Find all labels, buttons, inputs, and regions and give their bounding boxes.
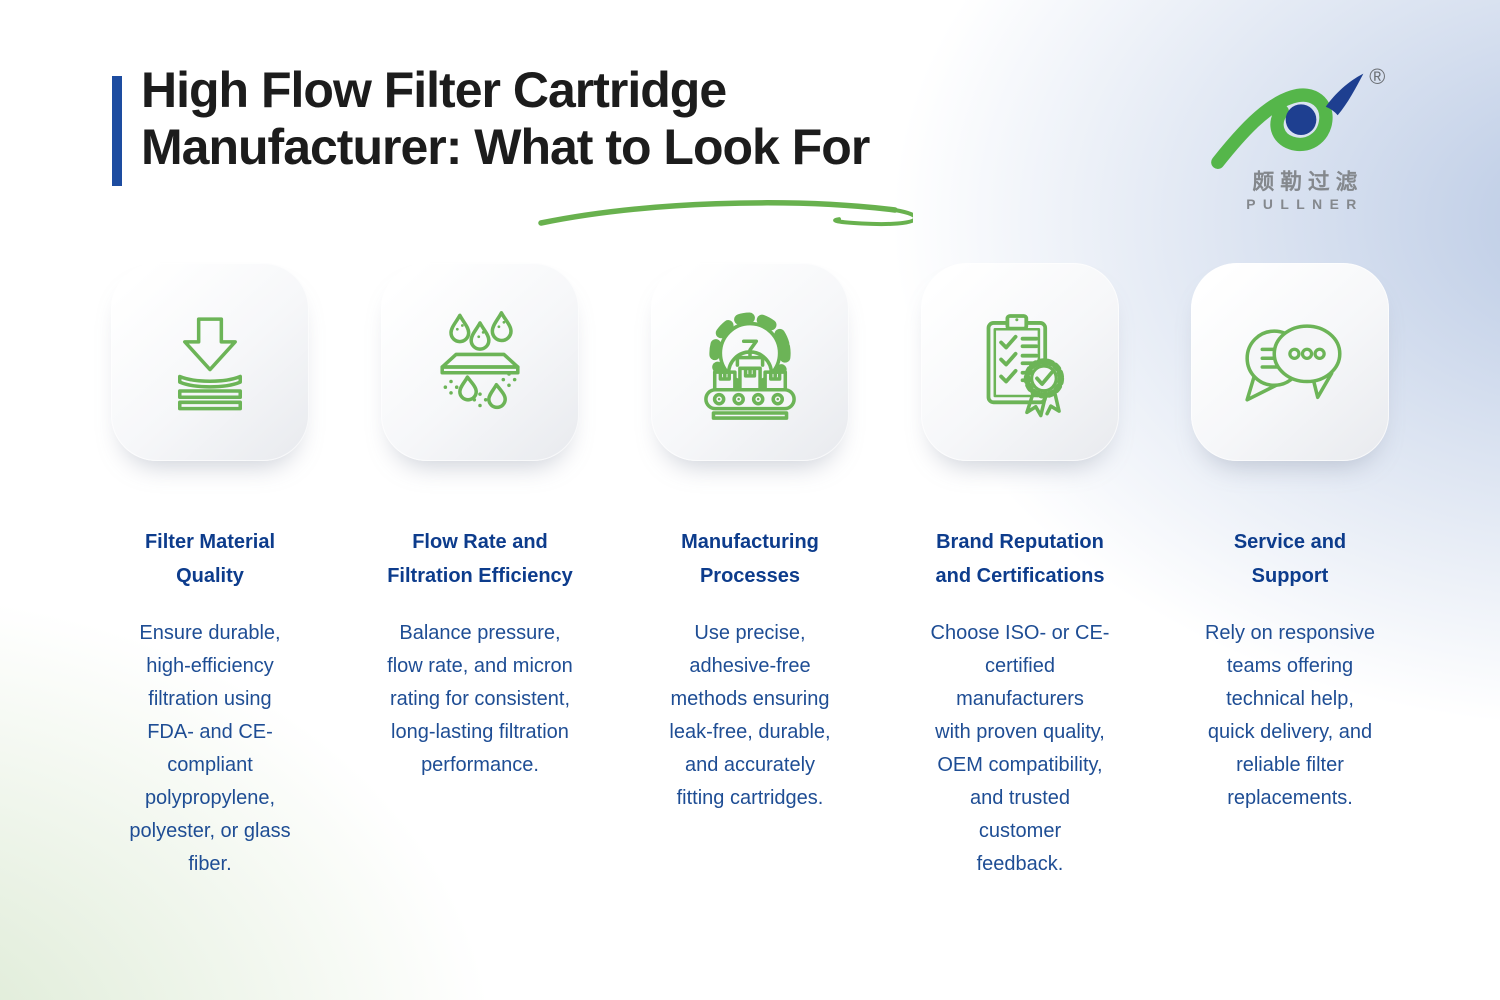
card-manufacturing [651,263,849,461]
card-title: Brand Reputation and Certifications [935,531,1105,587]
card-column-service-support: Service and Support Rely on responsive t… [1165,263,1415,881]
logo-center-dot [1285,104,1317,136]
gear-conveyor-icon [704,312,796,420]
page-title: High Flow Filter Cartridge Manufacturer:… [141,62,870,175]
filter-layers-icon [177,317,243,411]
title-accent-bar [112,76,122,186]
pullner-logo: ® 颇勒过滤 PULLNER [1211,64,1385,212]
logo-flick [1325,73,1364,116]
filtration-drops-icon [440,311,520,410]
chat-bubbles-icon [1245,324,1342,402]
card-column-brand-reputation: Brand Reputation and Certifications Choo… [895,263,1145,881]
card-description: Choose ISO- or CE- certified manufacture… [930,622,1110,875]
logo-swirl [1211,88,1333,169]
card-column-manufacturing: Manufacturing Processes Use precise, adh… [625,263,875,881]
card-flow-rate [381,263,579,461]
card-column-filter-material: Filter Material Quality Ensure durable, … [85,263,335,881]
card-description: Ensure durable, high-efficiency filtrati… [129,622,291,875]
clipboard-certificate-icon [986,314,1065,418]
card-brand-reputation [921,263,1119,461]
card-title: Filter Material Quality [144,531,276,587]
card-description: Use precise, adhesive-free methods ensur… [669,622,831,809]
card-column-flow-rate: Flow Rate and Filtration Efficiency Bala… [355,263,605,881]
card-filter-material [111,263,309,461]
card-description: Balance pressure, flow rate, and micron … [387,622,573,776]
cards-grid: Filter Material Quality Ensure durable, … [85,263,1415,881]
registered-mark: ® [1369,64,1385,89]
card-service-support [1191,263,1389,461]
card-title: Manufacturing Processes [681,531,819,587]
card-title: Flow Rate and Filtration Efficiency [387,531,573,587]
card-title: Service and Support [1233,531,1347,587]
brand-name-en: PULLNER [1246,196,1363,212]
card-description: Rely on responsive teams offering techni… [1204,622,1376,809]
title-underline-swoosh [538,200,913,227]
brand-name-cn: 颇勒过滤 [1253,169,1364,194]
